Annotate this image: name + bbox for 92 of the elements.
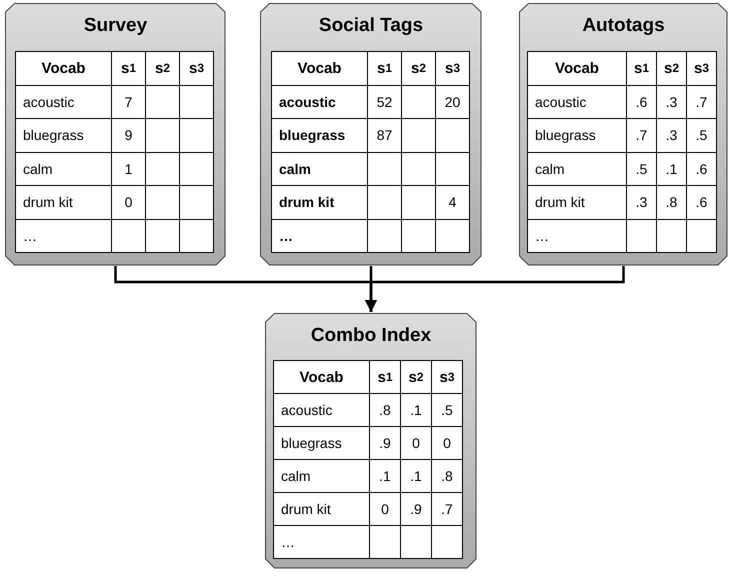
score-value: .3 [656, 118, 687, 152]
score-value: 52 [367, 84, 402, 119]
table-panel [5, 3, 226, 266]
row-label: drum kit [271, 185, 368, 220]
table-panel [519, 3, 728, 266]
score-value: .9 [369, 426, 401, 460]
column-header: Vocab [273, 360, 370, 394]
score-value: .8 [431, 459, 463, 493]
table-panel [265, 313, 477, 569]
row-label: … [273, 525, 370, 559]
table-cell [179, 185, 214, 220]
panel-title: Autotags [581, 15, 666, 37]
panel-title: Combo Index [310, 325, 432, 347]
row-label: bluegrass [15, 118, 112, 152]
table-cell [435, 118, 470, 152]
row-label: acoustic [527, 84, 627, 119]
score-value: .8 [656, 185, 687, 220]
column-header: Vocab [271, 51, 368, 86]
table-cell [369, 525, 401, 559]
table-cell [656, 218, 687, 253]
score-value: 0 [431, 426, 463, 460]
row-label: calm [271, 152, 368, 186]
score-value: .1 [656, 152, 687, 186]
row-label: acoustic [273, 393, 370, 427]
row-label: calm [273, 459, 370, 493]
score-value: .5 [626, 152, 657, 186]
score-value: .1 [400, 459, 432, 493]
score-value: 9 [111, 118, 146, 152]
row-label: drum kit [15, 185, 112, 220]
panel-title: Survey [82, 15, 148, 37]
score-value: .3 [626, 185, 657, 220]
score-value: .5 [431, 393, 463, 427]
score-value: 7 [111, 84, 146, 119]
panel-title: Social Tags [318, 15, 424, 37]
table-cell [179, 218, 214, 253]
row-label: drum kit [527, 185, 627, 220]
table-cell [179, 84, 214, 119]
score-value: 0 [369, 492, 401, 526]
score-value: .1 [369, 459, 401, 493]
score-value: .7 [686, 84, 717, 119]
table-panel [260, 3, 482, 266]
table-cell [145, 152, 180, 186]
score-value: .1 [400, 393, 432, 427]
table-cell [435, 152, 470, 186]
table-cell [367, 152, 402, 186]
score-value: .9 [400, 492, 432, 526]
table-cell [179, 118, 214, 152]
table-cell [367, 218, 402, 253]
table-cell [111, 218, 146, 253]
column-header: Vocab [15, 51, 112, 86]
row-label: bluegrass [527, 118, 627, 152]
score-value: 1 [111, 152, 146, 186]
score-value: .8 [369, 393, 401, 427]
table-cell [431, 525, 463, 559]
score-value: .7 [626, 118, 657, 152]
row-label: … [527, 218, 627, 253]
score-value: 87 [367, 118, 402, 152]
score-value: 4 [435, 185, 470, 220]
score-value: .6 [626, 84, 657, 119]
table-cell [145, 185, 180, 220]
table-cell [145, 84, 180, 119]
score-value: 0 [400, 426, 432, 460]
table-cell [401, 152, 436, 186]
row-label: bluegrass [271, 118, 368, 152]
row-label: … [15, 218, 112, 253]
row-label: acoustic [15, 84, 112, 119]
score-value: 0 [111, 185, 146, 220]
score-value: .6 [686, 152, 717, 186]
table-cell [401, 84, 436, 119]
table-cell [401, 118, 436, 152]
table-cell [435, 218, 470, 253]
table-cell [400, 525, 432, 559]
table-cell [367, 185, 402, 220]
row-label: … [271, 218, 368, 253]
table-cell [145, 218, 180, 253]
score-value: .3 [656, 84, 687, 119]
table-cell [626, 218, 657, 253]
score-value: .7 [431, 492, 463, 526]
row-label: calm [15, 152, 112, 186]
row-label: calm [527, 152, 627, 186]
row-label: bluegrass [273, 426, 370, 460]
score-value: .6 [686, 185, 717, 220]
table-cell [179, 152, 214, 186]
row-label: drum kit [273, 492, 370, 526]
score-value: 20 [435, 84, 470, 119]
row-label: acoustic [271, 84, 368, 119]
score-value: .5 [686, 118, 717, 152]
table-cell [401, 185, 436, 220]
column-header: Vocab [527, 51, 627, 86]
table-cell [145, 118, 180, 152]
table-cell [686, 218, 717, 253]
table-cell [401, 218, 436, 253]
